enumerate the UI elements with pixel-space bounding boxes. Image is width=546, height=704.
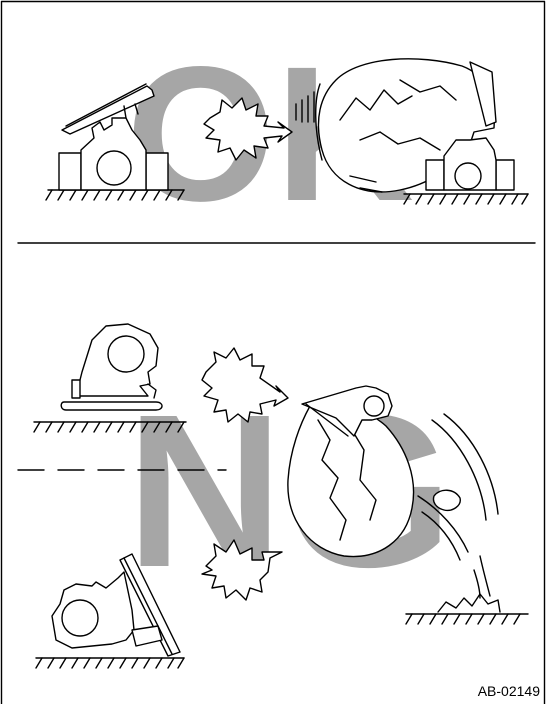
ng-ground-bottom bbox=[36, 658, 184, 668]
ng-ground-right bbox=[406, 614, 528, 624]
ok-ground-right bbox=[404, 194, 528, 204]
figure-code: AB-02149 bbox=[478, 683, 540, 699]
